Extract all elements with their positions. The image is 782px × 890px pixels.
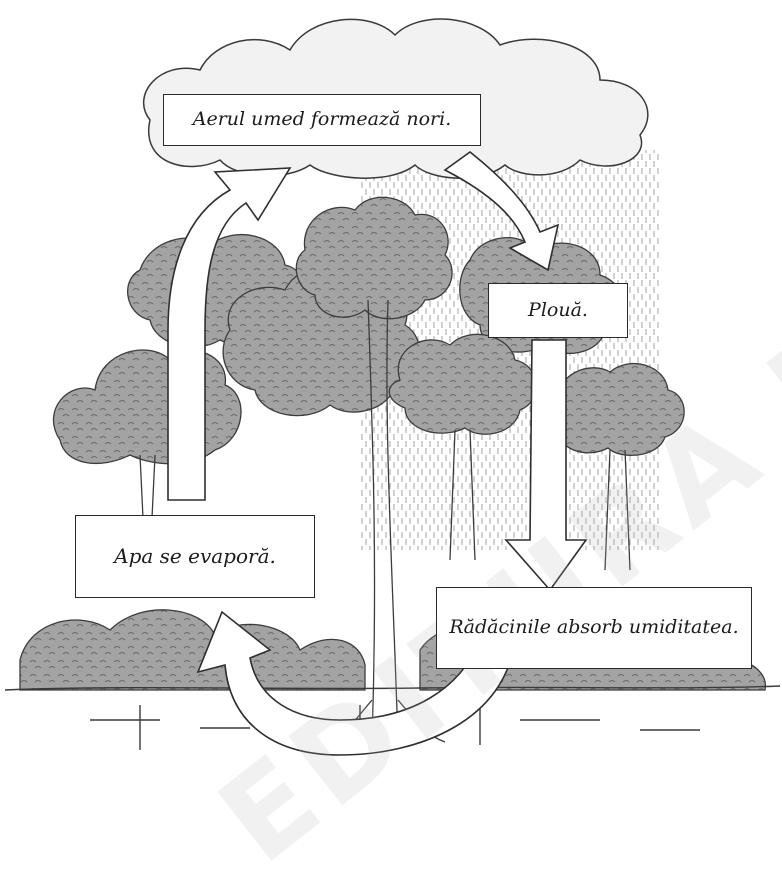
label-rain: Plouă. <box>488 283 628 338</box>
forest <box>19 196 766 743</box>
label-evaporation: Apa se evaporă. <box>75 515 315 598</box>
label-roots: Rădăcinile absorb umiditatea. <box>436 587 752 669</box>
arrow-curve-bottom-icon <box>196 610 516 756</box>
arrow-up-icon <box>167 167 292 501</box>
label-clouds: Aerul umed formează nori. <box>163 94 481 146</box>
arrow-down-icon <box>504 339 588 592</box>
arrow-curve-down-icon <box>443 150 560 272</box>
water-cycle-illustration <box>4 18 781 756</box>
